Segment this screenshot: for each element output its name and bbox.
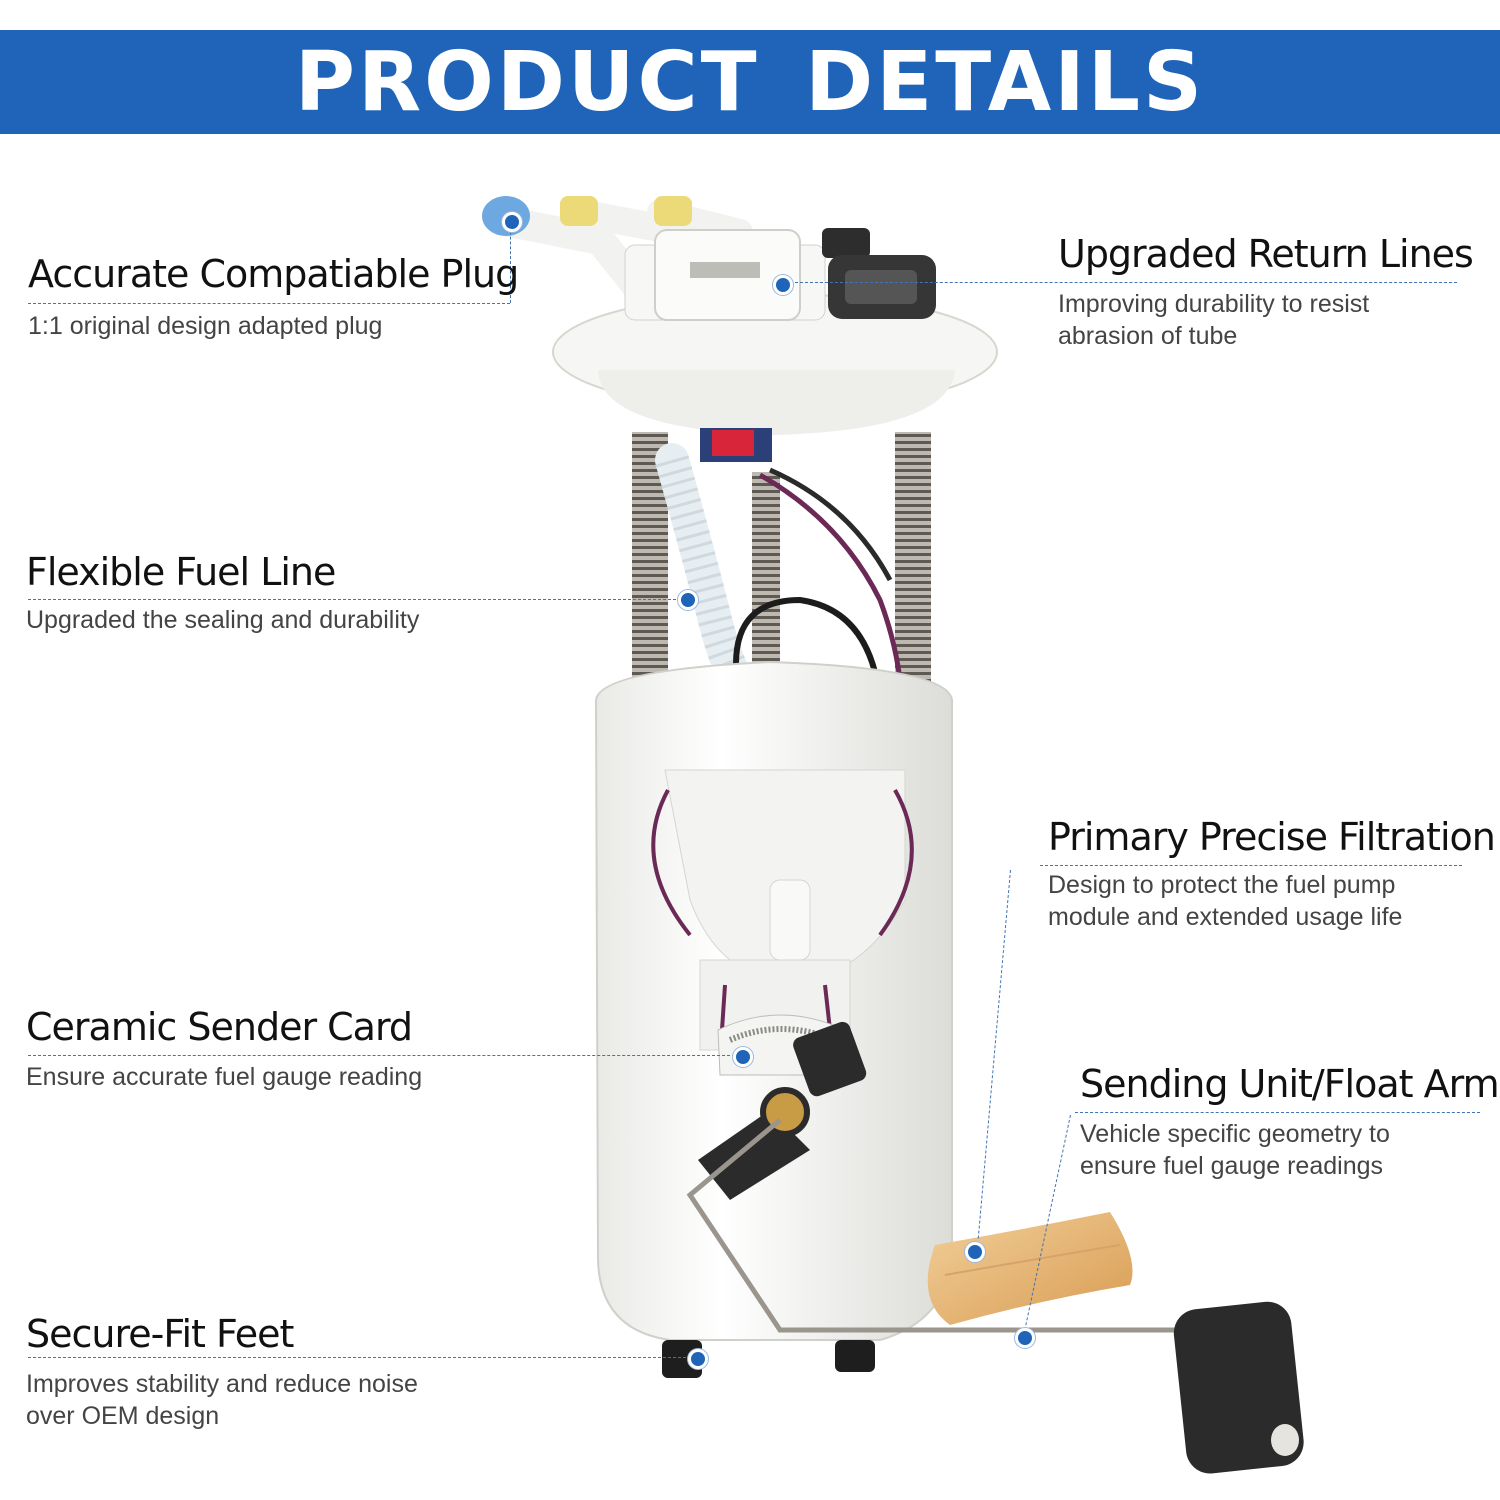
feature-feet-desc-line: over OEM design <box>26 1402 220 1430</box>
feature-return-desc-line: abrasion of tube <box>1058 322 1238 350</box>
feature-plug-desc-line: 1:1 original design adapted plug <box>28 312 383 340</box>
feature-ceramic-title: Ceramic Sender Card <box>26 1005 413 1049</box>
feature-feet-title: Secure-Fit Feet <box>26 1312 294 1356</box>
feature-feet-desc-line: Improves stability and reduce noise <box>26 1370 418 1398</box>
feature-plug: Accurate Compatiable Plug 1:1 original d… <box>28 252 519 342</box>
callout-dot-float-arm <box>1015 1328 1035 1348</box>
feature-float-arm: Sending Unit/Float Arm Vehicle specific … <box>1080 1062 1500 1182</box>
feature-return: Upgraded Return Lines Improving durabili… <box>1058 232 1474 352</box>
callout-line-plug-vertical <box>510 222 511 303</box>
feature-float-arm-desc-line: ensure fuel gauge readings <box>1080 1152 1384 1180</box>
callout-line-float-arm <box>1075 1112 1480 1113</box>
feature-return-title: Upgraded Return Lines <box>1058 232 1474 276</box>
feature-filtration-desc-line: module and extended usage life <box>1048 903 1403 931</box>
header-banner: PRODUCT DETAILS <box>0 30 1500 134</box>
callout-dot-fuel-line <box>678 590 698 610</box>
callout-dot-plug <box>502 212 522 232</box>
feature-float-arm-title: Sending Unit/Float Arm <box>1080 1062 1500 1106</box>
feature-filtration-title: Primary Precise Filtration <box>1048 815 1496 859</box>
callout-dot-ceramic <box>733 1047 753 1067</box>
feature-ceramic: Ceramic Sender Card Ensure accurate fuel… <box>26 1005 422 1093</box>
callout-dot-return <box>773 275 793 295</box>
callout-line-return <box>785 282 1457 283</box>
feature-fuel-line: Flexible Fuel Line Upgraded the sealing … <box>26 550 419 636</box>
feature-feet: Secure-Fit Feet Improves stability and r… <box>26 1312 418 1432</box>
callout-line-feet <box>28 1357 696 1358</box>
feature-filtration: Primary Precise Filtration Design to pro… <box>1048 815 1496 933</box>
callout-line-filtration <box>1040 865 1462 866</box>
feature-fuel-line-desc-line: Upgraded the sealing and durability <box>26 606 420 634</box>
feature-float-arm-desc-line: Vehicle specific geometry to <box>1080 1120 1390 1148</box>
callout-line-plug <box>28 303 510 304</box>
callout-dot-feet <box>688 1349 708 1369</box>
feature-ceramic-desc-line: Ensure accurate fuel gauge reading <box>26 1063 423 1091</box>
callout-line-fuel-line <box>28 599 686 600</box>
callout-dot-filtration <box>965 1242 985 1262</box>
callout-line-ceramic <box>28 1055 740 1056</box>
feature-plug-title: Accurate Compatiable Plug <box>28 252 519 296</box>
feature-return-desc-line: Improving durability to resist <box>1058 290 1370 318</box>
feature-filtration-desc-line: Design to protect the fuel pump <box>1048 871 1396 899</box>
feature-fuel-line-title: Flexible Fuel Line <box>26 550 336 594</box>
page-title: PRODUCT DETAILS <box>294 34 1206 130</box>
